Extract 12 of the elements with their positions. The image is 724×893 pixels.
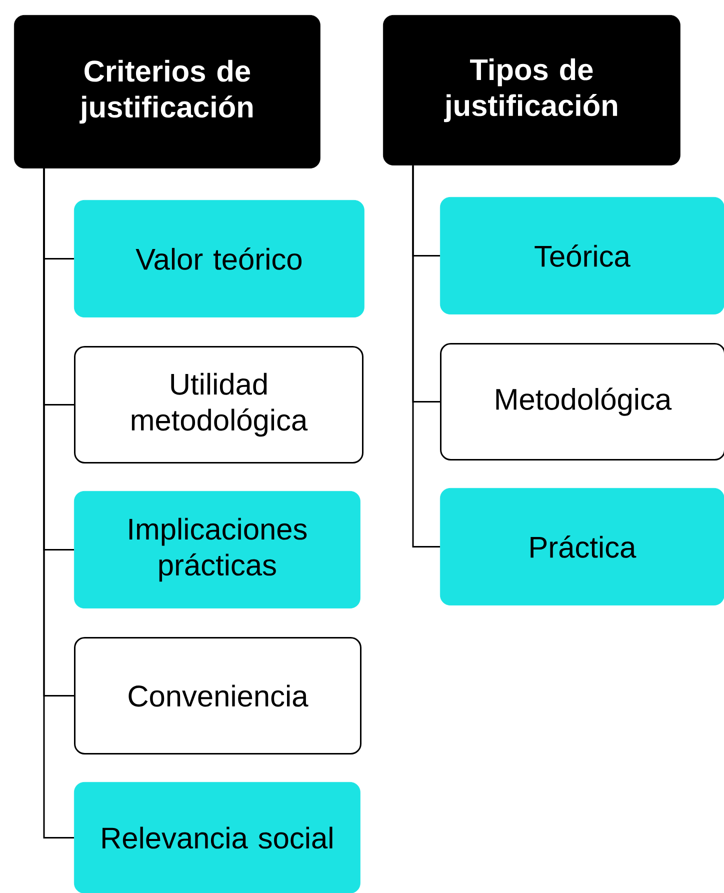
heading-box: Criterios de justificación: [14, 15, 320, 168]
item-box: Práctica: [440, 488, 724, 606]
item-box: Conveniencia: [74, 637, 362, 754]
heading-box: Tipos de justificación: [383, 15, 680, 166]
item-box: Relevancia social: [74, 782, 360, 893]
item-box: Teórica: [440, 197, 724, 314]
item-box: Metodológica: [440, 343, 724, 460]
item-box: Valor teórico: [74, 200, 364, 318]
item-box: Utilidad metodológica: [74, 346, 364, 464]
connector-line: [43, 168, 74, 838]
connector-line: [412, 165, 440, 548]
item-box: Implicaciones prácticas: [74, 491, 360, 608]
